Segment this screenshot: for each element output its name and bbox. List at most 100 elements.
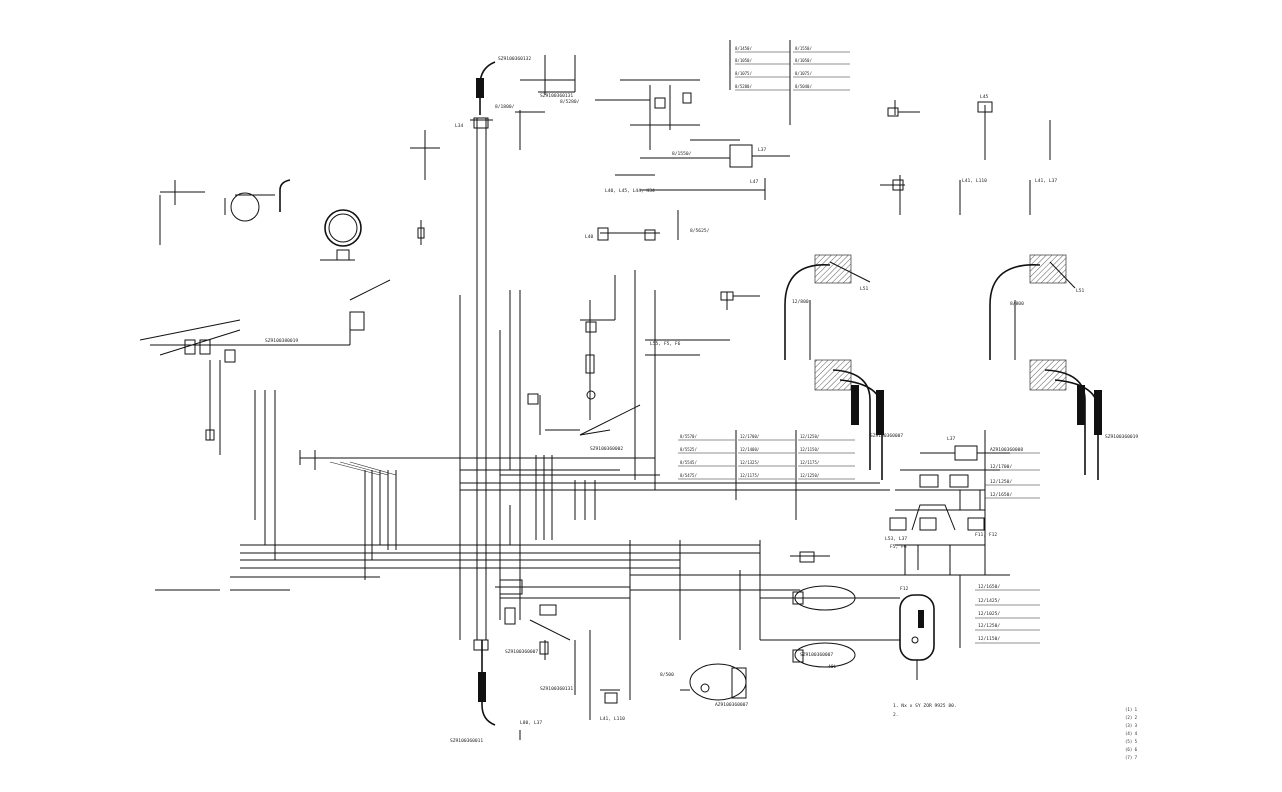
label-code: 8/5475/ bbox=[680, 473, 697, 478]
label-code: 12/1175/ bbox=[740, 473, 760, 478]
lower-center-block: SZ9100360007 L41, L110 bbox=[495, 579, 630, 722]
label-tag: 12/800 bbox=[792, 299, 809, 305]
lower-left-labels: L80, L37 SZ9100360131 bbox=[155, 589, 573, 740]
gauge-circle: AZ9100360007 8/500 bbox=[660, 663, 748, 708]
label-tag: F12 bbox=[900, 586, 909, 592]
label-code: 8/1450/ bbox=[735, 46, 752, 51]
label-code: 12/1250/ bbox=[800, 434, 820, 439]
valve-cluster-right: L37 L53, L37 F5, F6 F11, F12 bbox=[885, 430, 1010, 575]
label-code: 8/1550/ bbox=[672, 151, 692, 157]
label-code: 12/1250/ bbox=[800, 473, 820, 478]
label-code: 12/1175/ bbox=[800, 460, 820, 465]
label-code: 12/1150/ bbox=[800, 447, 820, 452]
label-part: SZ9100360019 bbox=[1105, 434, 1138, 440]
label-bottom-part: SZ9100360011 bbox=[450, 738, 483, 744]
lower-right-ellipse: SZ9100360007 40L bbox=[790, 551, 856, 670]
right-bracket-left: L51 12/800 SZ9100360007 bbox=[784, 254, 903, 480]
label-code: 12/1400/ bbox=[740, 447, 760, 452]
left-center-verticals bbox=[254, 390, 397, 580]
note-line: (3) 3 bbox=[1125, 723, 1138, 728]
note-line: (2) 2 bbox=[1125, 715, 1138, 720]
note-line: (7) 7 bbox=[1125, 755, 1138, 760]
top-code-table: 8/1450/ 8/1050/ 8/1075/ 8/5280/ 8/1550/ … bbox=[735, 46, 850, 91]
note-line: 2. bbox=[893, 712, 899, 718]
label-code: 12/1700/ bbox=[990, 464, 1012, 470]
label-code: 12/1025/ bbox=[978, 611, 1000, 617]
label-tag: L41, L110 bbox=[962, 178, 987, 184]
vertical-hose-top: SZ9100360132 L34 bbox=[455, 56, 531, 129]
top-center-block: SZ9100360131 8/1800/ 8/5280/ L37 8/1550/ bbox=[495, 40, 791, 168]
label-tag: L53, L37 bbox=[885, 536, 907, 542]
label-tag: L41, L110 bbox=[600, 716, 625, 722]
label-code: 8/5040/ bbox=[795, 84, 812, 89]
label-code: 8/5280/ bbox=[735, 84, 752, 89]
left-valve-group: SZ9100380019 bbox=[139, 279, 391, 455]
label-tag: 8/500 bbox=[660, 672, 674, 678]
label-part: SZ9100360131 bbox=[540, 93, 573, 99]
note-line: (4) 4 bbox=[1125, 731, 1138, 736]
note-line: (5) 5 bbox=[1125, 739, 1138, 744]
label-tag: F5, F6 bbox=[890, 544, 907, 550]
left-top-parts bbox=[159, 179, 291, 245]
label-tag: L34 bbox=[455, 123, 464, 129]
lower-right-code-list: 12/1650/ 12/1425/ 12/1025/ 12/1250/ 12/1… bbox=[959, 575, 1040, 648]
label-code: 8/1075/ bbox=[795, 71, 812, 76]
label-tag: L55, F5, F6 bbox=[650, 341, 681, 347]
center-drops bbox=[509, 455, 596, 545]
label-part: AZ9100360007 bbox=[715, 702, 748, 708]
small-icons bbox=[410, 130, 440, 245]
label-tag: L51 bbox=[860, 286, 869, 292]
label-tag: L37 bbox=[947, 436, 956, 442]
label-tag: L51 bbox=[1076, 288, 1085, 294]
label-code: 8/1050/ bbox=[795, 58, 812, 63]
label-code: 8/5280/ bbox=[560, 99, 580, 105]
label-code: 12/1250/ bbox=[990, 479, 1012, 485]
label-code: 12/1425/ bbox=[978, 598, 1000, 604]
note-line: (1) 1 bbox=[1125, 707, 1138, 712]
main-trunk-lines bbox=[230, 118, 1010, 700]
label-top-part: SZ9100360132 bbox=[498, 56, 531, 62]
label-tag: L47 bbox=[750, 179, 759, 185]
label-code: 12/1700/ bbox=[740, 434, 760, 439]
center-instruments: SZ9100360002 L55, F5, F6 bbox=[527, 275, 760, 452]
label-code: 8/1075/ bbox=[735, 71, 752, 76]
label-code: 12/1250/ bbox=[978, 623, 1000, 629]
label-code: 8/5570/ bbox=[680, 434, 697, 439]
label-tag: L80, L37 bbox=[520, 720, 542, 726]
label-tag: 8/800 bbox=[1010, 301, 1024, 307]
label-code: 12/1650/ bbox=[978, 584, 1000, 590]
label-part: SZ9100360131 bbox=[540, 686, 573, 692]
label-tag: L37 bbox=[758, 147, 767, 153]
label-part: SZ9100380019 bbox=[265, 338, 298, 344]
notes: 1. Nx x SY ZOR 9925 80. 2. (1) 1 (2) 2 (… bbox=[893, 703, 1138, 760]
center-code-table: 8/5570/ 8/5525/ 8/5545/ 8/5475/ 12/1700/… bbox=[678, 430, 855, 520]
vertical-hose-bottom: SZ9100360011 bbox=[450, 639, 496, 744]
label-code: 8/1050/ bbox=[735, 58, 752, 63]
label-code: 12/1150/ bbox=[978, 636, 1000, 642]
label-tag: 40L bbox=[828, 664, 837, 670]
label-part: SZ9100360007 bbox=[800, 652, 833, 658]
label-tag: L40 bbox=[585, 234, 594, 240]
label-code: 12/1325/ bbox=[740, 460, 760, 465]
right-code-list: AZ9100360008 12/1700/ 12/1250/ 12/1650/ bbox=[985, 447, 1040, 499]
valve-group-center: L47 L40, L45, L44, K34 L40 8/5625/ bbox=[585, 174, 766, 241]
label-tag: L45 bbox=[980, 94, 989, 100]
label-code: 8/5625/ bbox=[690, 228, 710, 234]
label-part: SZ9100360007 bbox=[505, 649, 538, 655]
tank: F12 bbox=[870, 586, 935, 680]
label-code: 12/1650/ bbox=[990, 492, 1012, 498]
label-part: SZ9100360007 bbox=[870, 433, 903, 439]
label-code: 8/1800/ bbox=[495, 104, 515, 110]
label-tag: L41, L37 bbox=[1035, 178, 1057, 184]
label-code: 8/5525/ bbox=[680, 447, 697, 452]
note-line: (6) 6 bbox=[1125, 747, 1138, 752]
note-line: 1. Nx x SY ZOR 9925 80. bbox=[893, 703, 957, 709]
label-tag: F11, F12 bbox=[975, 532, 997, 538]
label-part: AZ9100360008 bbox=[990, 447, 1023, 453]
left-top-loop bbox=[320, 209, 362, 261]
right-bracket-right: L51 8/800 SZ9100360019 bbox=[989, 254, 1138, 480]
label-code: 8/5545/ bbox=[680, 460, 697, 465]
label-code: 8/1550/ bbox=[795, 46, 812, 51]
label-part: SZ9100360002 bbox=[590, 446, 623, 452]
